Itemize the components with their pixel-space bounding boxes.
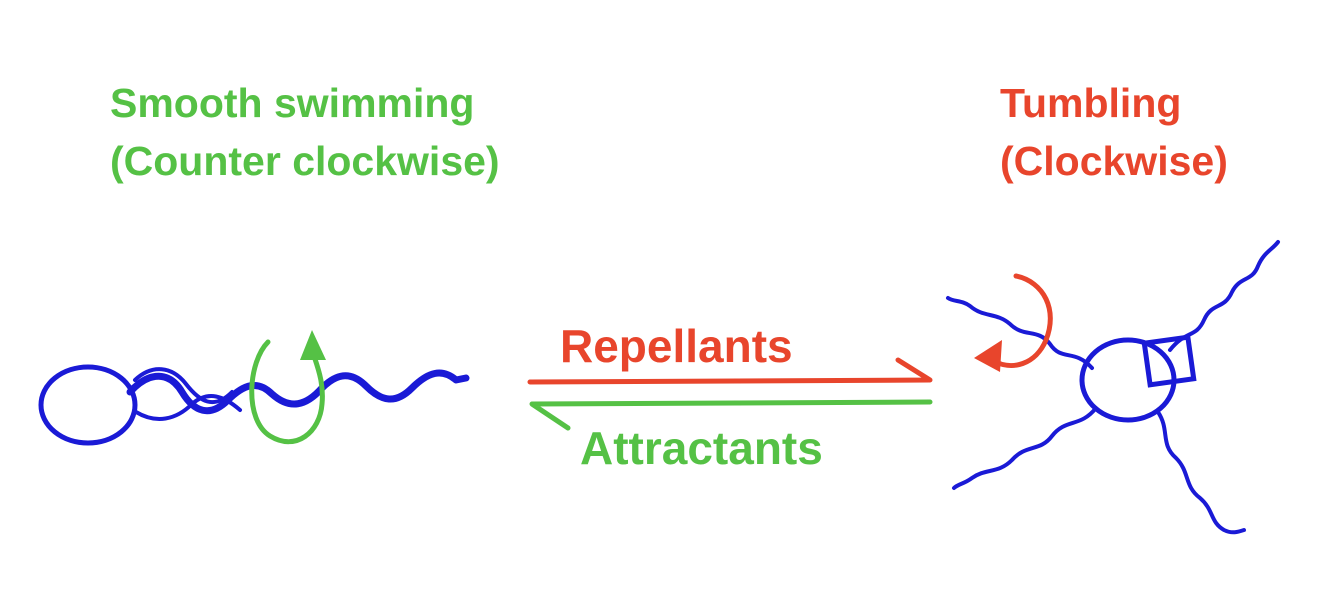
flagella-strand [133, 367, 234, 404]
flagellum [952, 406, 1098, 490]
flagella-bundle [126, 369, 470, 415]
bacterium-cell-body [38, 364, 138, 446]
smooth-swimming-bacterium [38, 364, 470, 446]
flagellum [1156, 410, 1246, 535]
attractants-arrow [529, 399, 933, 431]
counter-clockwise-rotation-arrow [249, 330, 326, 445]
tumbling-bacterium [946, 240, 1280, 535]
bacterium-motor-box [1141, 334, 1197, 388]
repellants-arrow [527, 357, 933, 385]
reaction-arrows: Repellants Attractants [527, 320, 933, 474]
flagella-strand [134, 394, 242, 421]
attractants-label: Attractants [580, 422, 823, 474]
rotation-arrowhead [974, 340, 1002, 372]
rotation-arrowhead [300, 330, 326, 360]
tumbling-subtitle: (Clockwise) [1000, 138, 1228, 184]
tumbling-title: Tumbling [1000, 80, 1182, 126]
tumbling-heading: Tumbling (Clockwise) [1000, 74, 1228, 190]
flagellum [946, 296, 1094, 370]
smooth-swimming-heading: Smooth swimming (Counter clockwise) [110, 74, 500, 190]
smooth-swimming-subtitle: (Counter clockwise) [110, 138, 500, 184]
flagellum [1168, 240, 1280, 352]
clockwise-rotation-arrow [974, 273, 1053, 372]
repellants-label: Repellants [560, 320, 793, 372]
smooth-swimming-title: Smooth swimming [110, 80, 475, 126]
